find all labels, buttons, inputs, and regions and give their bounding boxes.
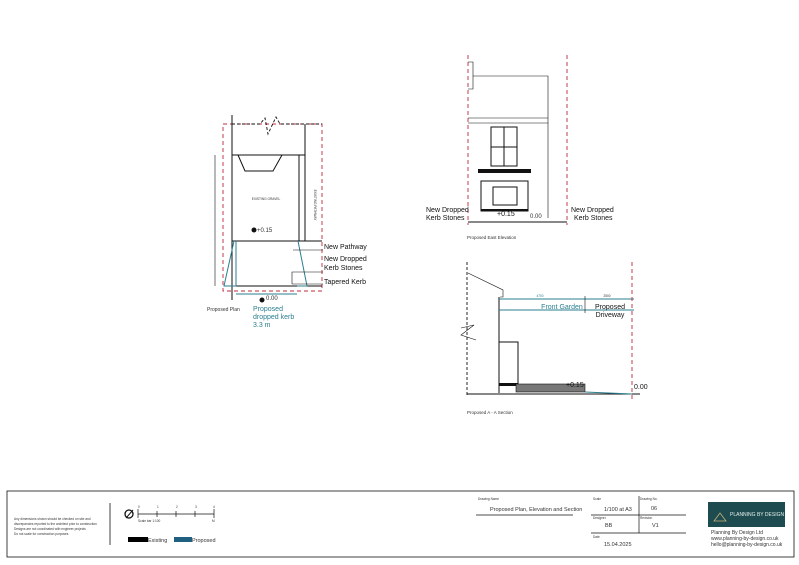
scale-tick: 4 [213,505,215,509]
level-marker [251,227,257,233]
note-line: Designs are not coordinated with enginee… [14,527,86,531]
section-level-lower: 0.00 [634,384,648,391]
scale-value: 1/100 at A3 [604,507,632,513]
north-arrow-icon [124,509,134,519]
company-name: Planning By Design Ltd [711,530,763,536]
proposed-kerb-label-1: Proposed [253,306,283,313]
note-line: Do not scale for construction purposes [14,532,69,536]
note-line: discrepancies reported to the architect … [14,522,97,526]
revision-label: Revision [640,516,652,520]
plan-title: Proposed Plan [207,307,240,313]
legend-proposed: Proposed [192,538,216,544]
elevation-level-lower: 0.00 [530,214,542,220]
new-pathway-label: New Pathway [324,244,367,251]
proposed-section: 4700 2500 Front Garden Proposed Driveway… [460,262,648,415]
legend-proposed-swatch [174,537,192,542]
elevation-right-label-2: Kerb Stones [574,215,613,222]
svg-text:4700: 4700 [536,294,543,298]
raised-garden-bed [515,383,586,393]
scale-unit: M [212,519,215,523]
driveway-label-1: Proposed [595,304,625,311]
kerb-stones-label: Kerb Stones [324,265,363,272]
front-garden-label: Front Garden [541,304,583,311]
new-dropped-label: New Dropped [324,256,367,263]
company-email[interactable]: hello@planning-by-design.co.uk [711,542,783,548]
drawing-no-label: Drawing No. [640,497,658,501]
svg-text:2500: 2500 [603,294,610,298]
existing-pathway-label: EXISTING PATHWAY [313,190,317,222]
scale-label: Scale [593,497,601,501]
date: 15.04.2025 [604,542,632,548]
scale-tick: 1 [157,505,159,509]
dropped-kerb-left [223,240,237,287]
logo-text: PLANNING BY DESIGN [730,512,784,518]
title-block: Any dimensions shown should be checked o… [6,490,795,558]
elevation-title: Proposed East Elevation [467,235,517,240]
section-level-upper: +0.15 [566,382,584,389]
legend-existing: Existing [148,538,167,544]
drawing-no: 06 [651,506,657,512]
elevation-left-label-2: Kerb Stones [426,215,465,222]
proposed-kerb-label-3: 3.3 m [253,322,271,329]
scale-tick: 3 [195,505,197,509]
elevation-right-label-1: New Dropped [571,207,614,214]
scale-tick: 0 [138,505,140,509]
revision: V1 [652,523,659,529]
drawing-name-label: Drawing Name [478,497,499,501]
designer: BB [605,523,613,529]
plan-level-lower: 0.00 [266,296,278,302]
site-boundary [222,123,323,292]
company-website[interactable]: www.planning-by-design.co.uk [711,536,779,542]
plan-level-upper: +0.15 [257,228,273,234]
legend-existing-swatch [128,537,148,542]
existing-gravel-label: EXISTING GRAVEL [252,197,281,201]
scale-tick: 2 [176,505,178,509]
dropped-kerb-right [297,240,308,287]
designer-label: Designer [593,516,607,520]
proposed-kerb-label-2: dropped kerb [253,314,294,321]
break-line [232,116,322,136]
tapered-kerb-label: Tapered Kerb [324,279,366,286]
scale-caption: Scale bar 1:100 [138,519,161,523]
elevation-left-label-1: New Dropped [426,207,469,214]
note-line: Any dimensions shown should be checked o… [14,517,91,521]
date-label: Date [593,535,600,539]
proposed-plan: EXISTING GRAVEL EXISTING PATHWAY +0.15 0… [207,115,367,329]
proposed-east-elevation: +0.15 0.00 New Dropped Kerb Stones New D… [426,55,614,240]
elevation-level-upper: +0.15 [497,211,515,218]
drawing-name: Proposed Plan, Elevation and Section [490,507,582,513]
section-title: Proposed A - A Section [467,410,513,415]
driveway-label-2: Driveway [596,312,625,319]
